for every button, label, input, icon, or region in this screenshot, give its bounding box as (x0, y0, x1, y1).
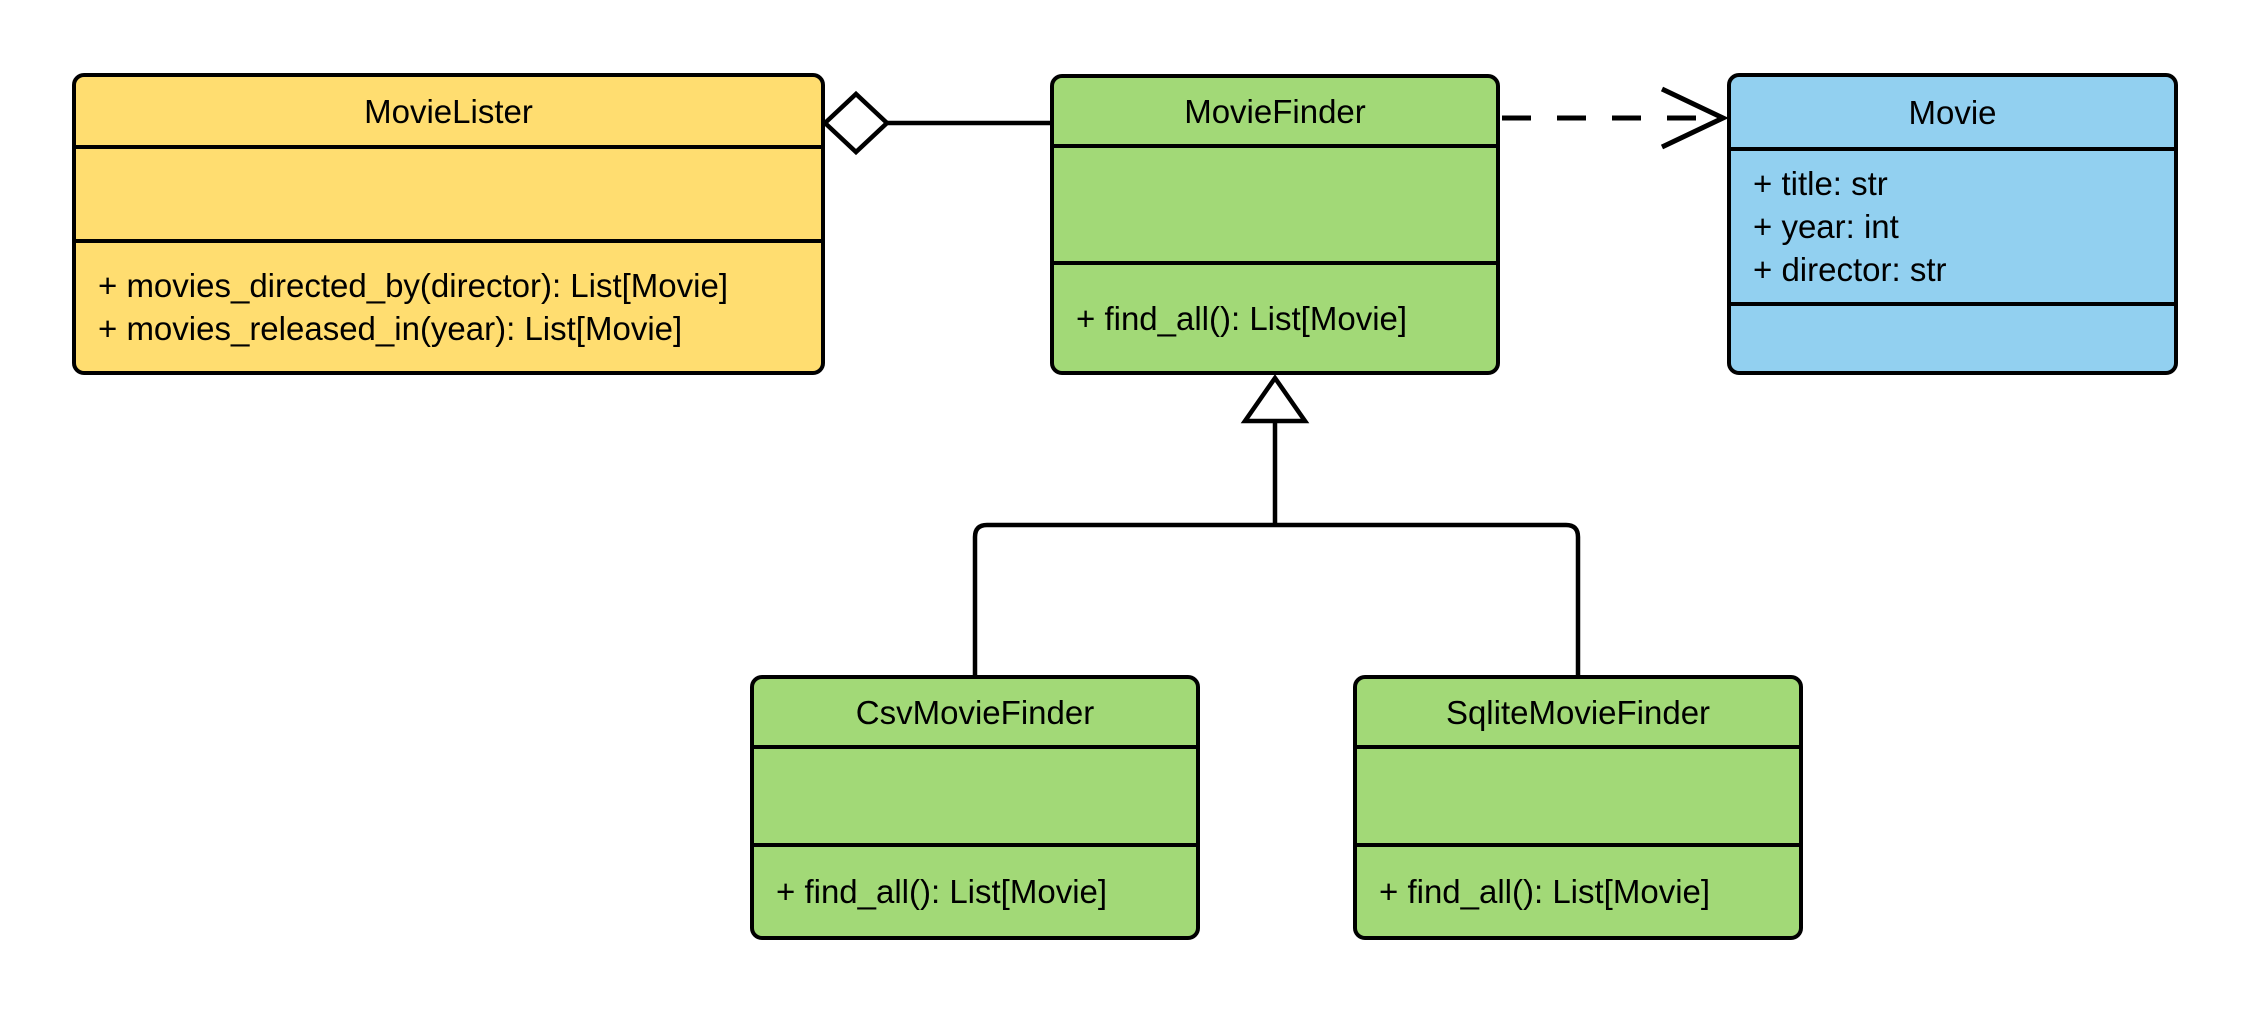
class-moviefinder: MovieFinder + find_all(): List[Movie] (1050, 74, 1500, 375)
dependency-connector-moviefinder-movie (1502, 86, 1729, 150)
method-text: + find_all(): List[Movie] (1076, 299, 1408, 337)
class-movie: Movie + title: str + year: int + directo… (1727, 73, 2178, 375)
class-movie-methods (1731, 306, 2174, 371)
attribute-text: + director: str (1753, 251, 1947, 288)
attribute-text: + year: int (1753, 208, 1899, 245)
aggregation-connector-movielister-moviefinder (821, 90, 1052, 156)
class-sqlitemoviefinder-attributes (1357, 749, 1799, 847)
class-csvmoviefinder: CsvMovieFinder + find_all(): List[Movie] (750, 675, 1200, 940)
attribute-text: + title: str (1753, 165, 1888, 202)
generalization-connector-finders-moviefinder (972, 374, 1581, 677)
class-moviefinder-attributes (1054, 148, 1496, 265)
method-text: + find_all(): List[Movie] (776, 873, 1108, 910)
class-moviefinder-title: MovieFinder (1054, 78, 1496, 148)
method-text: + find_all(): List[Movie] (1379, 873, 1711, 910)
class-csvmoviefinder-attributes (754, 749, 1196, 847)
class-movie-title: Movie (1731, 77, 2174, 151)
class-movie-attributes: + title: str + year: int + director: str (1731, 151, 2174, 306)
class-movielister-methods: + movies_directed_by(director): List[Mov… (76, 243, 821, 371)
method-text: + movies_released_in(year): List[Movie] (98, 310, 683, 347)
class-moviefinder-methods: + find_all(): List[Movie] (1054, 265, 1496, 371)
method-text: + movies_directed_by(director): List[Mov… (98, 267, 728, 304)
generalization-branch-lines (972, 522, 1581, 677)
class-sqlitemoviefinder-title: SqliteMovieFinder (1357, 679, 1799, 749)
class-movielister-title: MovieLister (76, 77, 821, 149)
class-sqlitemoviefinder: SqliteMovieFinder + find_all(): List[Mov… (1353, 675, 1803, 940)
aggregation-diamond-icon (821, 90, 891, 156)
class-movielister-attributes (76, 149, 821, 243)
dependency-open-arrowhead-icon (1660, 86, 1729, 150)
class-csvmoviefinder-methods: + find_all(): List[Movie] (754, 847, 1196, 936)
class-movielister: MovieLister + movies_directed_by(directo… (72, 73, 825, 375)
class-csvmoviefinder-title: CsvMovieFinder (754, 679, 1196, 749)
generalization-triangle-icon (1240, 374, 1310, 424)
class-sqlitemoviefinder-methods: + find_all(): List[Movie] (1357, 847, 1799, 936)
